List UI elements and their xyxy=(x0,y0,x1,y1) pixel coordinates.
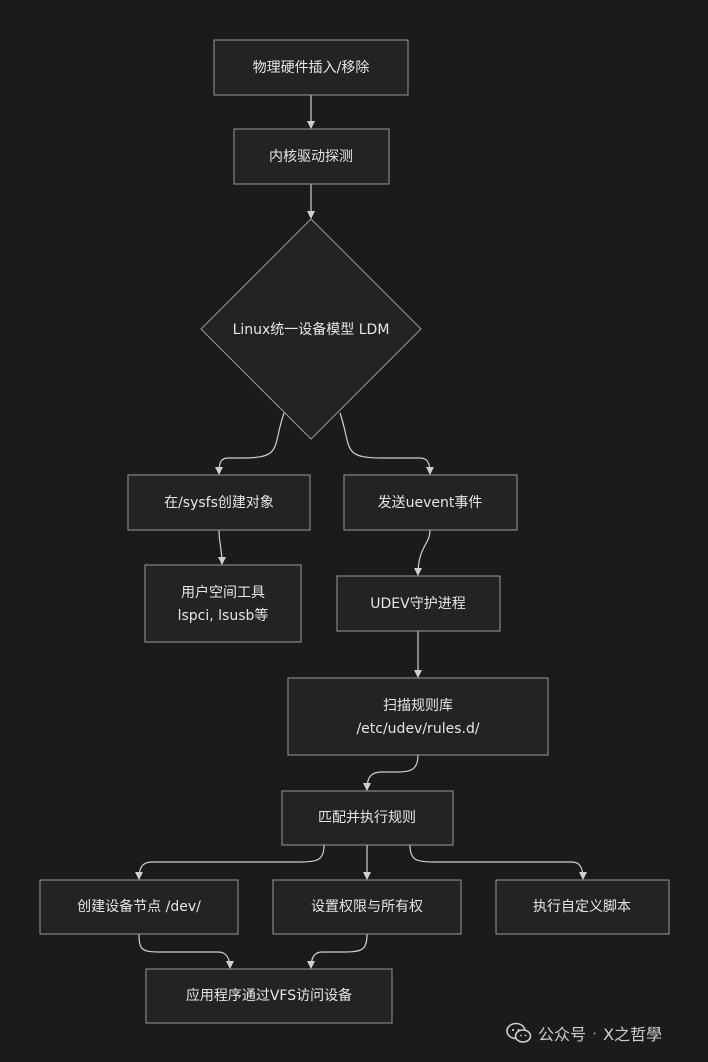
node-app-vfs: 应用程序通过VFS访问设备 xyxy=(145,968,393,1024)
node-send-uevent-label: 发送uevent事件 xyxy=(378,495,483,511)
edge-ldm-uevent xyxy=(339,412,434,475)
node-userspace-tools: 用户空间工具 lspci, lsusb等 xyxy=(144,564,302,643)
node-app-vfs-label: 应用程序通过VFS访问设备 xyxy=(186,987,352,1004)
node-set-permissions-label: 设置权限与所有权 xyxy=(311,899,423,915)
node-match-rules-label: 匹配并执行规则 xyxy=(318,810,416,826)
node-sysfs-object-label: 在/sysfs创建对象 xyxy=(164,495,274,511)
node-custom-script-label: 执行自定义脚本 xyxy=(533,899,631,915)
node-sysfs-object: 在/sysfs创建对象 xyxy=(127,474,311,531)
edge-perm-app xyxy=(307,933,368,969)
watermark-account: 公众号 xyxy=(538,1025,587,1044)
node-create-devnode: 创建设备节点 /dev/ xyxy=(39,879,239,935)
node-scan-rules: 扫描规则库 /etc/udev/rules.d/ xyxy=(287,677,549,756)
node-scan-rules-line2: /etc/udev/rules.d/ xyxy=(356,721,479,737)
node-userspace-tools-line1: 用户空间工具 xyxy=(181,584,265,601)
node-match-rules: 匹配并执行规则 xyxy=(281,790,454,846)
watermark-separator: · xyxy=(592,1023,598,1043)
node-userspace-tools-line2: lspci, lsusb等 xyxy=(178,607,269,624)
node-kernel-probe: 内核驱动探测 xyxy=(233,128,390,185)
node-ldm-decision-label: Linux统一设备模型 LDM xyxy=(233,321,390,338)
node-create-devnode-label: 创建设备节点 /dev/ xyxy=(77,898,201,915)
node-hardware-plug: 物理硬件插入/移除 xyxy=(213,39,409,96)
node-ldm-decision: Linux统一设备模型 LDM xyxy=(200,218,422,440)
edge-devnode-app xyxy=(138,933,234,969)
edge-uevent-udev xyxy=(414,529,431,576)
watermark-name: X之哲學 xyxy=(603,1025,663,1044)
edge-match-devnode xyxy=(135,844,325,880)
node-udev-daemon-label: UDEV守护进程 xyxy=(370,596,465,612)
edge-scan-match xyxy=(363,754,419,791)
node-udev-daemon: UDEV守护进程 xyxy=(336,575,501,632)
node-custom-script: 执行自定义脚本 xyxy=(495,879,670,935)
node-kernel-probe-label: 内核驱动探测 xyxy=(269,149,353,165)
edge-sysfs-tools xyxy=(217,529,226,565)
node-hardware-plug-label: 物理硬件插入/移除 xyxy=(253,60,370,76)
edges xyxy=(135,95,587,969)
node-set-permissions: 设置权限与所有权 xyxy=(272,879,462,935)
edge-ldm-sysfs xyxy=(215,412,285,475)
node-scan-rules-line1: 扫描规则库 xyxy=(383,698,453,714)
watermark: 公众号 · X之哲學 xyxy=(506,1018,662,1048)
wechat-icon xyxy=(506,1022,532,1043)
edge-match-script xyxy=(409,844,587,880)
node-send-uevent: 发送uevent事件 xyxy=(343,474,518,531)
